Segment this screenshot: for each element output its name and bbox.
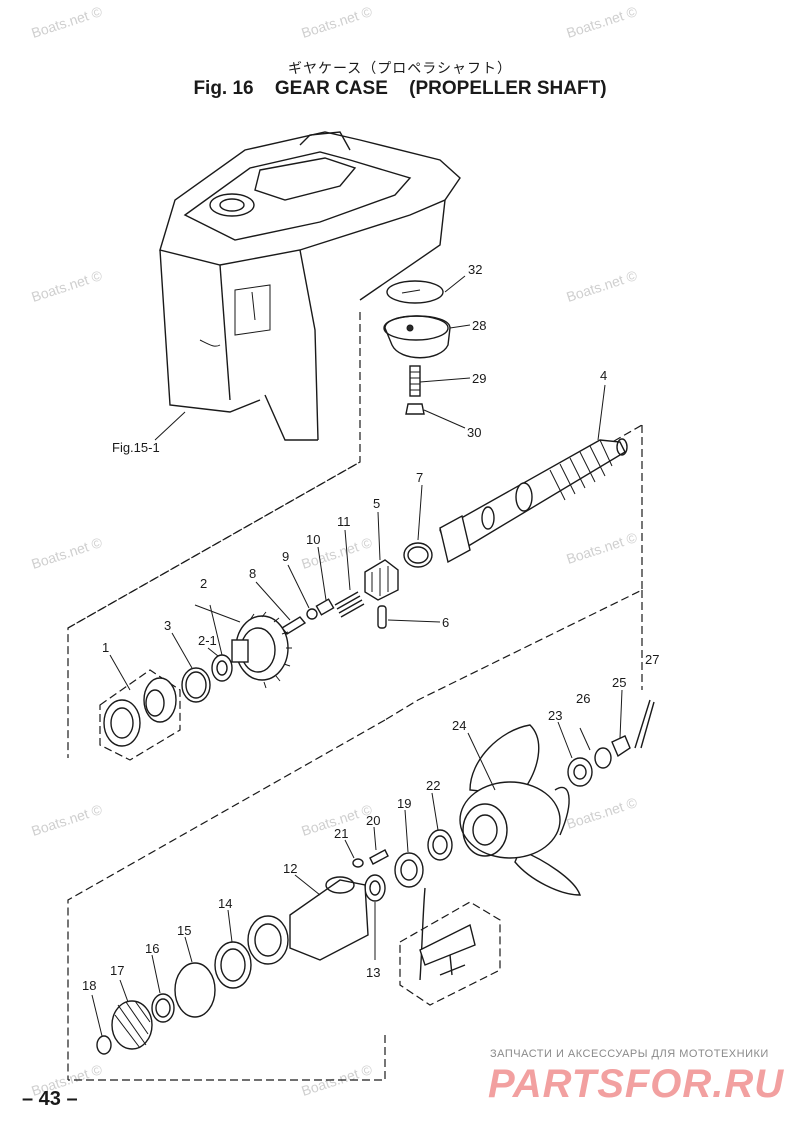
figure-subtitle: (PROPELLER SHAFT) bbox=[409, 78, 607, 99]
part-26-washer bbox=[594, 747, 612, 769]
part-label: 2-1 bbox=[198, 633, 217, 648]
part-label: 28 bbox=[472, 318, 486, 333]
part-10-plunger bbox=[315, 598, 335, 616]
part-label: 30 bbox=[467, 425, 481, 440]
part-20-bolt bbox=[369, 849, 389, 865]
part-label: 20 bbox=[366, 813, 380, 828]
part-label: 19 bbox=[397, 796, 411, 811]
part-label: 6 bbox=[442, 615, 449, 630]
part-28-cap bbox=[383, 315, 451, 359]
footer-tagline: ЗАПЧАСТИ И АКСЕССУАРЫ ДЛЯ МОТОТЕХНИКИ bbox=[490, 1048, 769, 1060]
part-16-shim bbox=[151, 993, 175, 1023]
part-29-bolt bbox=[409, 365, 421, 397]
part-label: 2 bbox=[200, 576, 207, 591]
part-label: 32 bbox=[468, 262, 482, 277]
part-label: 22 bbox=[426, 778, 440, 793]
part-label: 15 bbox=[177, 923, 191, 938]
part-18-washer bbox=[96, 1035, 112, 1055]
part-label: 7 bbox=[416, 470, 423, 485]
part-label: 11 bbox=[337, 514, 351, 529]
part-21-washer bbox=[352, 858, 364, 868]
part-6-pin bbox=[377, 605, 387, 629]
part-17-reverse-gear bbox=[111, 1000, 153, 1050]
part-label: 25 bbox=[612, 675, 626, 690]
part-19-seal bbox=[394, 852, 424, 888]
part-label: 17 bbox=[110, 963, 124, 978]
fig-ref-label: Fig.15-1 bbox=[112, 440, 160, 455]
part-23-spacer bbox=[567, 757, 593, 787]
part-label: 8 bbox=[249, 566, 256, 581]
leader-lines bbox=[91, 275, 623, 1037]
part-30-nut bbox=[405, 403, 425, 415]
part-label: 16 bbox=[145, 941, 159, 956]
part-label: 24 bbox=[452, 718, 466, 733]
figure-name: GEAR CASE bbox=[274, 78, 388, 99]
part-label: 4 bbox=[600, 368, 607, 383]
part-label: 3 bbox=[164, 618, 171, 633]
page-number: – 43 – bbox=[22, 1088, 78, 1110]
part-label: 12 bbox=[283, 861, 297, 876]
part-24-propeller bbox=[459, 724, 581, 896]
part-4-propeller-shaft bbox=[439, 438, 628, 564]
japanese-title: ギヤケース（プロペラシャフト） bbox=[287, 61, 513, 77]
part-15-o-ring bbox=[174, 962, 216, 1018]
part-label: 5 bbox=[373, 496, 380, 511]
part-2-forward-gear bbox=[231, 611, 292, 689]
part-13-bushing bbox=[364, 874, 386, 902]
part-label: 27 bbox=[645, 652, 659, 667]
part-label: 9 bbox=[282, 549, 289, 564]
part-labels: 32 28 29 30 4 7 5 11 10 9 8 6 2 3 2-1 1 … bbox=[82, 262, 659, 993]
part-32-plate bbox=[386, 280, 444, 304]
part-5-clutch bbox=[364, 559, 399, 601]
footer-logo: PARTSFOR.RU bbox=[488, 1062, 785, 1106]
part-label: 18 bbox=[82, 978, 96, 993]
part-label: 14 bbox=[218, 896, 232, 911]
part-7-clip bbox=[403, 542, 433, 568]
part-3-shim bbox=[181, 667, 211, 703]
part-27-cotter-pin bbox=[634, 699, 655, 749]
figure-number: Fig. 16 bbox=[193, 78, 254, 99]
part-8-shift-pin bbox=[280, 616, 307, 635]
part-9-ball bbox=[306, 608, 318, 620]
part-25-nut bbox=[611, 735, 631, 758]
part-label: 26 bbox=[576, 691, 590, 706]
part-2-1-bearing bbox=[211, 654, 233, 682]
part-label: 10 bbox=[306, 532, 320, 547]
part-12-bearing-housing bbox=[247, 876, 369, 965]
part-label: 21 bbox=[334, 826, 348, 841]
part-1-bearing bbox=[103, 677, 177, 747]
part-label: 23 bbox=[548, 708, 562, 723]
part-label: 29 bbox=[472, 371, 486, 386]
figure-title: Fig. 16 GEAR CASE (PROPELLER SHAFT) bbox=[140, 78, 660, 100]
gear-case-housing bbox=[159, 131, 461, 441]
part-label: 1 bbox=[102, 640, 109, 655]
part-label: 13 bbox=[366, 965, 380, 980]
part-14-bearing bbox=[214, 941, 252, 989]
part-22-spacer bbox=[427, 829, 453, 861]
part-11-spring bbox=[334, 591, 365, 618]
